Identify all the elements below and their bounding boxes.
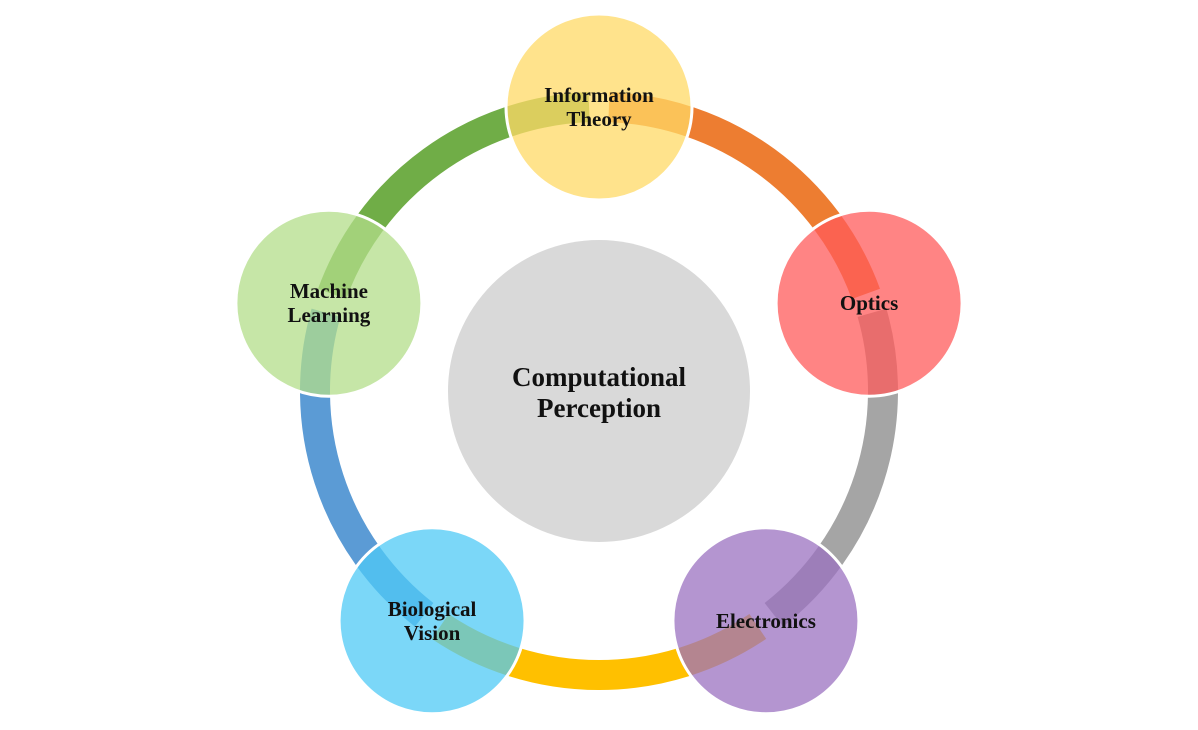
node-label-information-theory-line-2: Theory <box>566 107 632 131</box>
node-label-machine-learning-line-1: Machine <box>290 279 368 303</box>
node-electronics: Electronics <box>671 526 861 716</box>
node-label-machine-learning-line-2: Learning <box>287 303 370 327</box>
node-circle-information-theory <box>504 12 694 202</box>
center-label-line-2: Perception <box>537 393 661 423</box>
node-circle-optics <box>774 208 964 398</box>
center-circle <box>448 240 750 542</box>
center-node: Computational Perception <box>448 240 750 542</box>
node-label-information-theory-line-1: Information <box>544 83 654 107</box>
node-circle-electronics <box>671 526 861 716</box>
node-circle-machine-learning <box>234 208 424 398</box>
node-label-biological-vision-line-1: Biological <box>388 597 477 621</box>
node-label-optics-line-1: Optics <box>840 291 898 315</box>
node-label-biological-vision-line-2: Vision <box>404 621 461 645</box>
node-optics: Optics <box>774 208 964 398</box>
center-label-line-1: Computational <box>512 362 687 392</box>
node-circle-biological-vision <box>337 526 527 716</box>
node-label-electronics-line-1: Electronics <box>716 609 816 633</box>
